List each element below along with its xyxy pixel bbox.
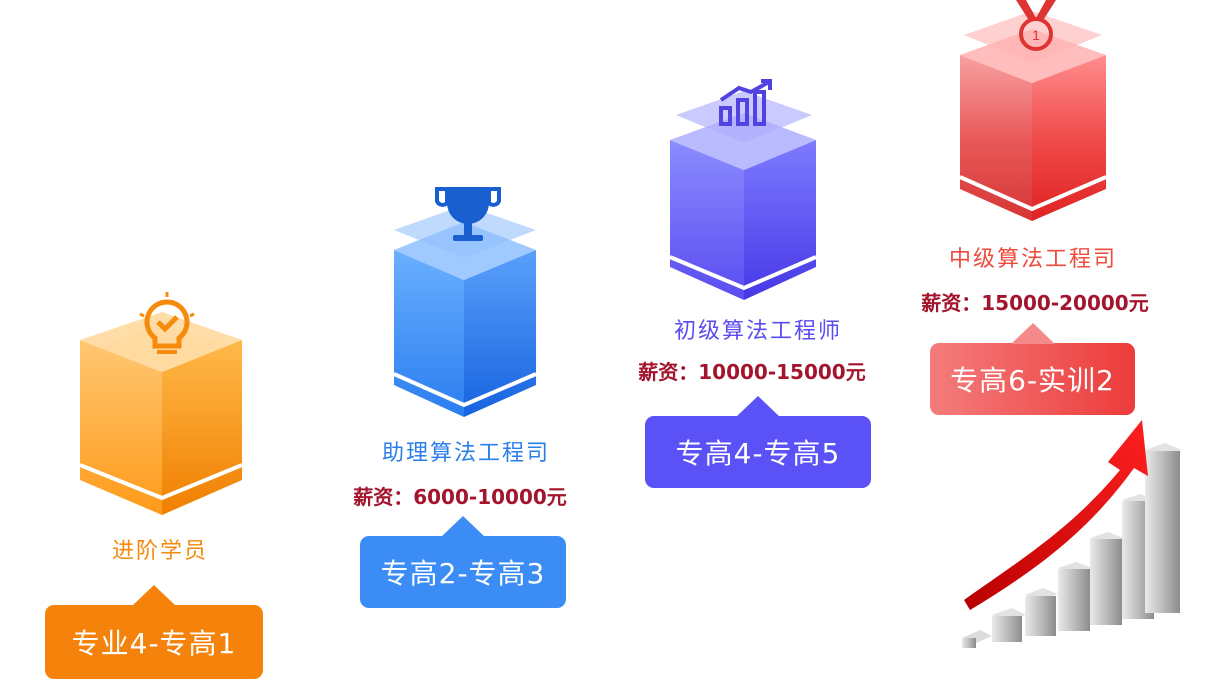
- stage-1-title: 进阶学员: [111, 539, 209, 564]
- stage-2-title: 助理算法工程司: [381, 441, 551, 466]
- trophy-icon: [435, 187, 501, 241]
- stage-2-badge: 专高2-专高3: [360, 536, 566, 608]
- stage-4-badge: 专高6-实训2: [930, 343, 1135, 415]
- rising-bar-chart-arrow-icon: [962, 420, 1182, 648]
- decorative-bars: [962, 443, 1182, 648]
- orange-cube: [79, 312, 243, 515]
- lightbulb-check-icon: [139, 292, 195, 354]
- medal-icon: 1: [1016, 0, 1056, 51]
- stage-3-badge: 专高4-专高5: [645, 416, 871, 488]
- stage-2-salary: 薪资：6000-10000元: [353, 485, 567, 509]
- stage-1-badge: 专业4-专高1: [45, 605, 263, 679]
- stage-4-salary: 薪资：15000-20000元: [921, 291, 1149, 315]
- stage-3-title: 初级算法工程师: [673, 319, 843, 344]
- bar-chart-growth-icon: [719, 79, 772, 126]
- purple-cube: [669, 91, 817, 300]
- red-cube: [959, 11, 1107, 221]
- stage-4-title: 中级算法工程司: [948, 247, 1118, 272]
- stage-3-salary: 薪资：10000-15000元: [638, 360, 866, 384]
- medal-number: 1: [1032, 27, 1040, 43]
